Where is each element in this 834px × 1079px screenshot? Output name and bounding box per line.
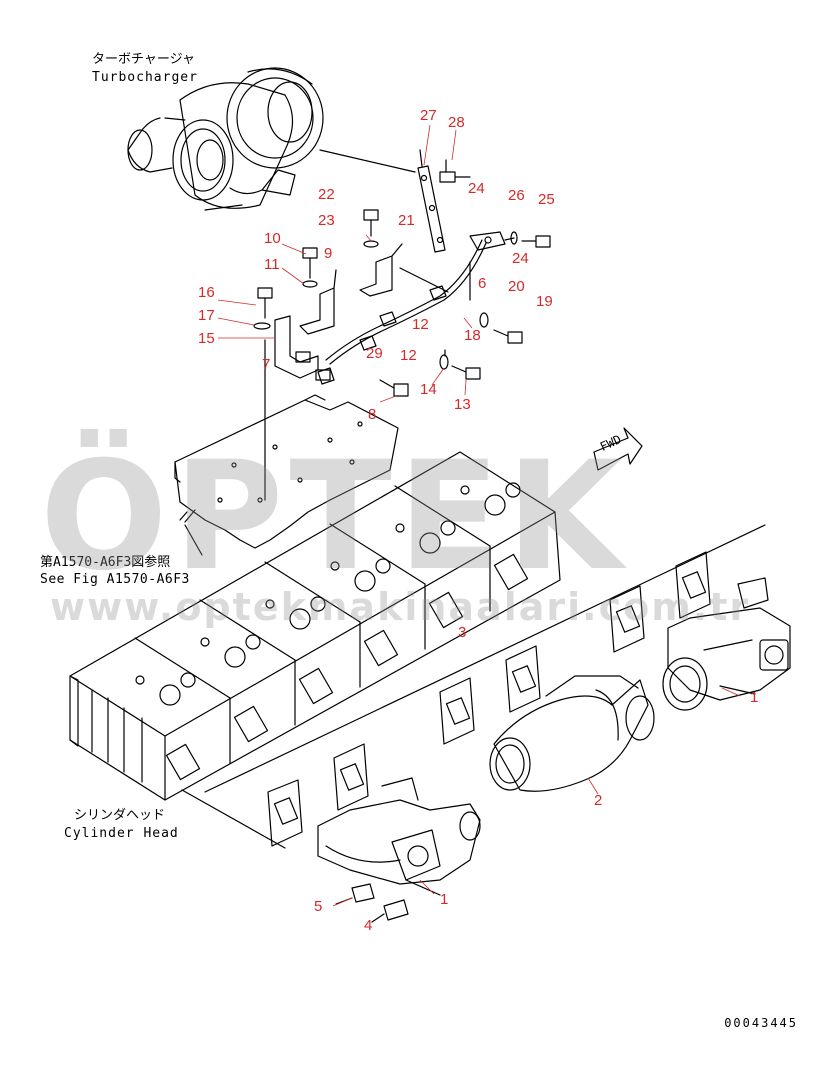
callout-16: 16: [198, 284, 215, 301]
callout-17: 17: [198, 307, 215, 324]
bolt-8: [379, 379, 409, 397]
exhaust-manifold-1-lower: [317, 777, 481, 896]
callout-9: 9: [324, 245, 333, 262]
callout-3: 3: [458, 624, 467, 641]
bracket-21: [359, 243, 403, 297]
bolt-28: [439, 159, 471, 183]
bolt-19: [479, 312, 523, 344]
bolt-16: [253, 287, 273, 330]
callout-7: 7: [262, 356, 271, 373]
bracket-9: [299, 269, 337, 335]
callout-20: 20: [508, 278, 525, 295]
turbocharger-drawing: [127, 67, 324, 211]
callout-1-right: 1: [750, 689, 759, 706]
stud-5: [335, 883, 375, 905]
callout-21: 21: [398, 212, 415, 229]
bracket-7: [274, 315, 331, 381]
callout-1-lower: 1: [440, 891, 449, 908]
callout-24: 24: [468, 180, 485, 197]
turbocharger-label-en: Turbocharger: [92, 70, 198, 85]
callout-14: 14: [420, 381, 437, 398]
callout-12b: 12: [400, 347, 417, 364]
callout-27: 27: [420, 107, 437, 124]
wire-harness-6: [317, 231, 515, 385]
callout-8: 8: [368, 406, 377, 423]
callout-13: 13: [454, 396, 471, 413]
cylinder-head-label-en: Cylinder Head: [64, 826, 179, 841]
fwd-arrow: [593, 427, 643, 471]
exhaust-manifold-2: [489, 675, 655, 792]
head-cover-plate: [174, 394, 399, 549]
callout-28: 28: [448, 114, 465, 131]
callout-6: 6: [478, 275, 487, 292]
bracket-27: [417, 149, 446, 253]
callout-15: 15: [198, 330, 215, 347]
callout-18: 18: [464, 327, 481, 344]
see-fig-label-jp: 第A1570-A6F3図参照: [40, 555, 171, 570]
cylinder-head-drawing: [69, 451, 561, 801]
callout-10: 10: [264, 230, 281, 247]
cylinder-head-label-jp: シリンダヘッド: [74, 808, 166, 823]
document-number: 00043445: [724, 1016, 798, 1030]
bolt-22: [363, 209, 379, 248]
callout-11: 11: [264, 256, 280, 273]
callout-29: 29: [366, 345, 383, 362]
callout-12: 12: [412, 316, 429, 333]
callout-22: 22: [318, 186, 335, 203]
callout-25: 25: [538, 191, 555, 208]
callout-4: 4: [364, 917, 373, 934]
see-fig-label-en: See Fig A1570-A6F3: [40, 572, 190, 587]
exhaust-manifold-1-right: [662, 577, 791, 711]
callout-23: 23: [318, 212, 335, 229]
callout-2: 2: [594, 792, 603, 809]
callout-26: 26: [508, 187, 525, 204]
bolt-25: [510, 231, 551, 248]
turbocharger-label-jp: ターボチャージャ: [92, 52, 195, 67]
gasket-3: [204, 524, 766, 847]
bolt-13: [439, 354, 481, 380]
bolt-4: [371, 899, 409, 923]
callout-5: 5: [314, 898, 323, 915]
callout-24b: 24: [512, 250, 529, 267]
callout-19: 19: [536, 293, 553, 310]
